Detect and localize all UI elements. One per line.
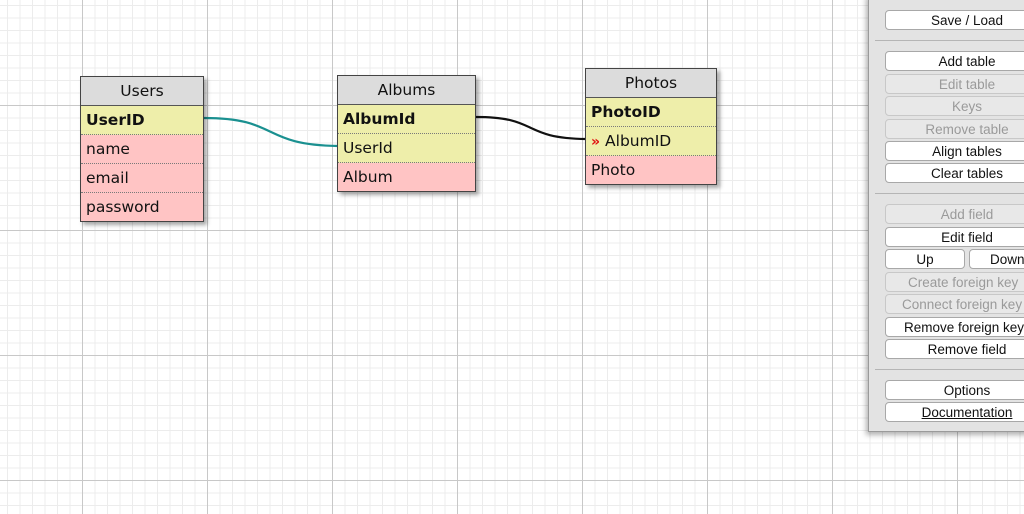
keys-button[interactable]: Keys <box>885 96 1024 116</box>
align-tables-button[interactable]: Align tables <box>885 141 1024 161</box>
remove-field-button[interactable]: Remove field <box>885 339 1024 359</box>
clear-tables-button[interactable]: Clear tables <box>885 163 1024 183</box>
field-albumid-fk[interactable]: »AlbumID <box>586 127 716 156</box>
connect-foreign-key-button[interactable]: Connect foreign key <box>885 294 1024 314</box>
divider <box>875 193 1024 194</box>
edit-table-button[interactable]: Edit table <box>885 74 1024 94</box>
field-email[interactable]: email <box>81 164 203 193</box>
create-foreign-key-button[interactable]: Create foreign key <box>885 272 1024 292</box>
field-userid[interactable]: UserID <box>81 106 203 135</box>
field-album[interactable]: Album <box>338 163 475 191</box>
add-field-button[interactable]: Add field <box>885 204 1024 224</box>
field-photoid[interactable]: PhotoID <box>586 98 716 127</box>
relation-users-albums[interactable] <box>203 116 339 148</box>
control-panel: Save / Load Add table Edit table Keys Re… <box>868 0 1024 432</box>
remove-foreign-key-button[interactable]: Remove foreign key <box>885 317 1024 337</box>
table-users[interactable]: Users UserID name email password <box>80 76 204 222</box>
save-load-button[interactable]: Save / Load <box>885 10 1024 30</box>
field-albumid[interactable]: AlbumId <box>338 105 475 134</box>
table-title[interactable]: Users <box>81 77 203 106</box>
edit-field-button[interactable]: Edit field <box>885 227 1024 247</box>
move-up-button[interactable]: Up <box>885 249 965 269</box>
field-password[interactable]: password <box>81 193 203 221</box>
field-label: AlbumID <box>605 132 672 150</box>
table-title[interactable]: Photos <box>586 69 716 98</box>
field-name[interactable]: name <box>81 135 203 164</box>
field-userid-fk[interactable]: UserId <box>338 134 475 163</box>
move-down-button[interactable]: Down <box>969 249 1024 269</box>
remove-table-button[interactable]: Remove table <box>885 119 1024 139</box>
table-photos[interactable]: Photos PhotoID »AlbumID Photo <box>585 68 717 185</box>
documentation-link[interactable]: Documentation <box>885 402 1024 422</box>
field-photo[interactable]: Photo <box>586 156 716 184</box>
add-table-button[interactable]: Add table <box>885 51 1024 71</box>
relation-albums-photos[interactable] <box>475 115 587 141</box>
divider <box>875 369 1024 370</box>
divider <box>875 40 1024 41</box>
table-albums[interactable]: Albums AlbumId UserId Album <box>337 75 476 192</box>
documentation-label: Documentation <box>921 405 1013 420</box>
foreign-key-icon: » <box>591 134 601 150</box>
options-button[interactable]: Options <box>885 380 1024 400</box>
table-title[interactable]: Albums <box>338 76 475 105</box>
